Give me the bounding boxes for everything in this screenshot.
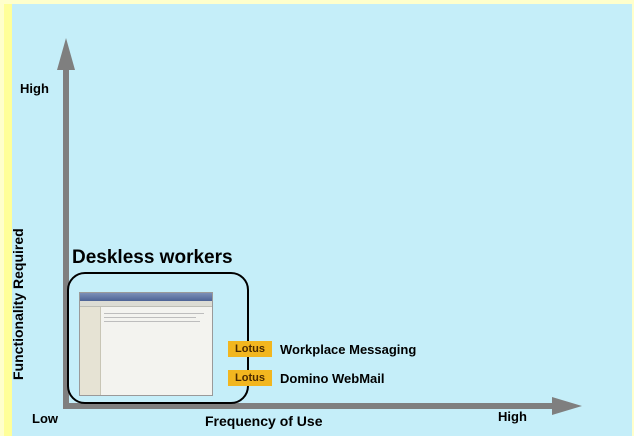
screenshot-row bbox=[104, 321, 200, 322]
x-axis-arrowhead bbox=[552, 397, 582, 415]
x-axis-high-label: High bbox=[498, 409, 527, 424]
screenshot-titlebar bbox=[80, 293, 212, 301]
y-axis-high-label: High bbox=[20, 81, 49, 96]
y-axis-title: Functionality Required bbox=[10, 228, 26, 380]
screenshot-row bbox=[104, 317, 196, 318]
product-workplace-messaging: Lotus Workplace Messaging bbox=[228, 341, 416, 357]
screenshot-row bbox=[104, 313, 204, 314]
group-title: Deskless workers bbox=[72, 247, 233, 268]
x-axis-low-label: Low bbox=[32, 411, 58, 426]
y-axis-arrowhead bbox=[57, 38, 75, 70]
screenshot-sidebar bbox=[80, 307, 101, 395]
email-client-screenshot bbox=[79, 292, 213, 396]
accent-bar bbox=[4, 4, 12, 436]
x-axis-title: Frequency of Use bbox=[205, 413, 323, 429]
product-name: Workplace Messaging bbox=[280, 341, 417, 357]
lotus-logo-badge: Lotus bbox=[228, 370, 272, 386]
lotus-logo-badge: Lotus bbox=[228, 341, 272, 357]
group-box bbox=[67, 272, 249, 404]
product-domino-webmail: Lotus Domino WebMail bbox=[228, 370, 384, 386]
screenshot-menubar bbox=[80, 301, 212, 307]
product-name: Domino WebMail bbox=[280, 370, 385, 386]
